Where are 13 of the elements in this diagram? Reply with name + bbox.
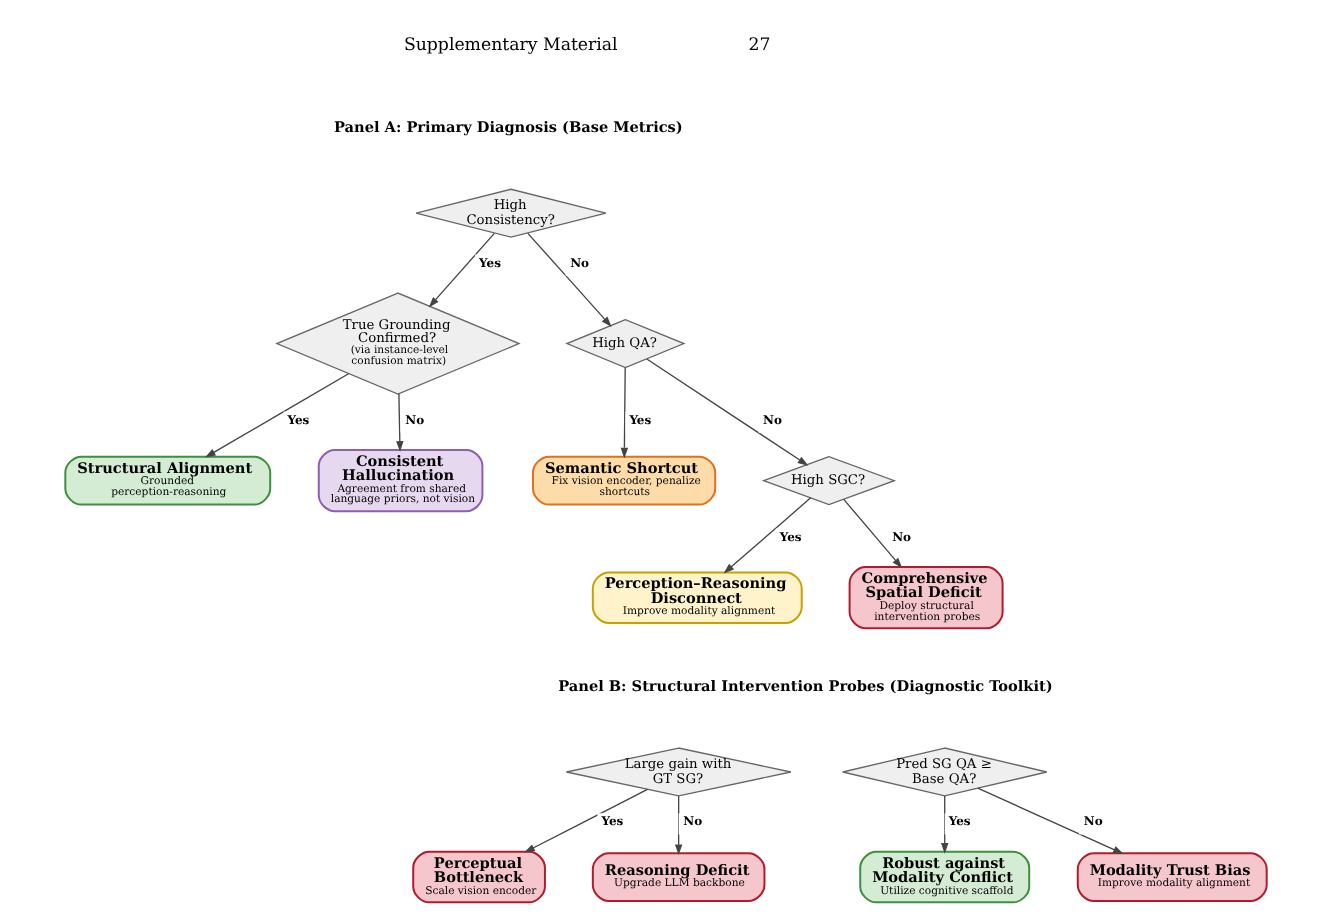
label: Supplementary Material: [402, 36, 617, 57]
arrow: [619, 367, 628, 459]
arrow: [940, 795, 948, 854]
label: 27: [747, 36, 770, 57]
arrow: [526, 232, 611, 327]
arrow: [673, 795, 682, 856]
arrow: [523, 788, 648, 853]
arrow: [427, 232, 494, 308]
arrow: [842, 498, 902, 569]
arrow: [645, 358, 808, 466]
arrow: [976, 787, 1123, 854]
arrow: [204, 373, 349, 458]
arrow: [395, 393, 403, 452]
